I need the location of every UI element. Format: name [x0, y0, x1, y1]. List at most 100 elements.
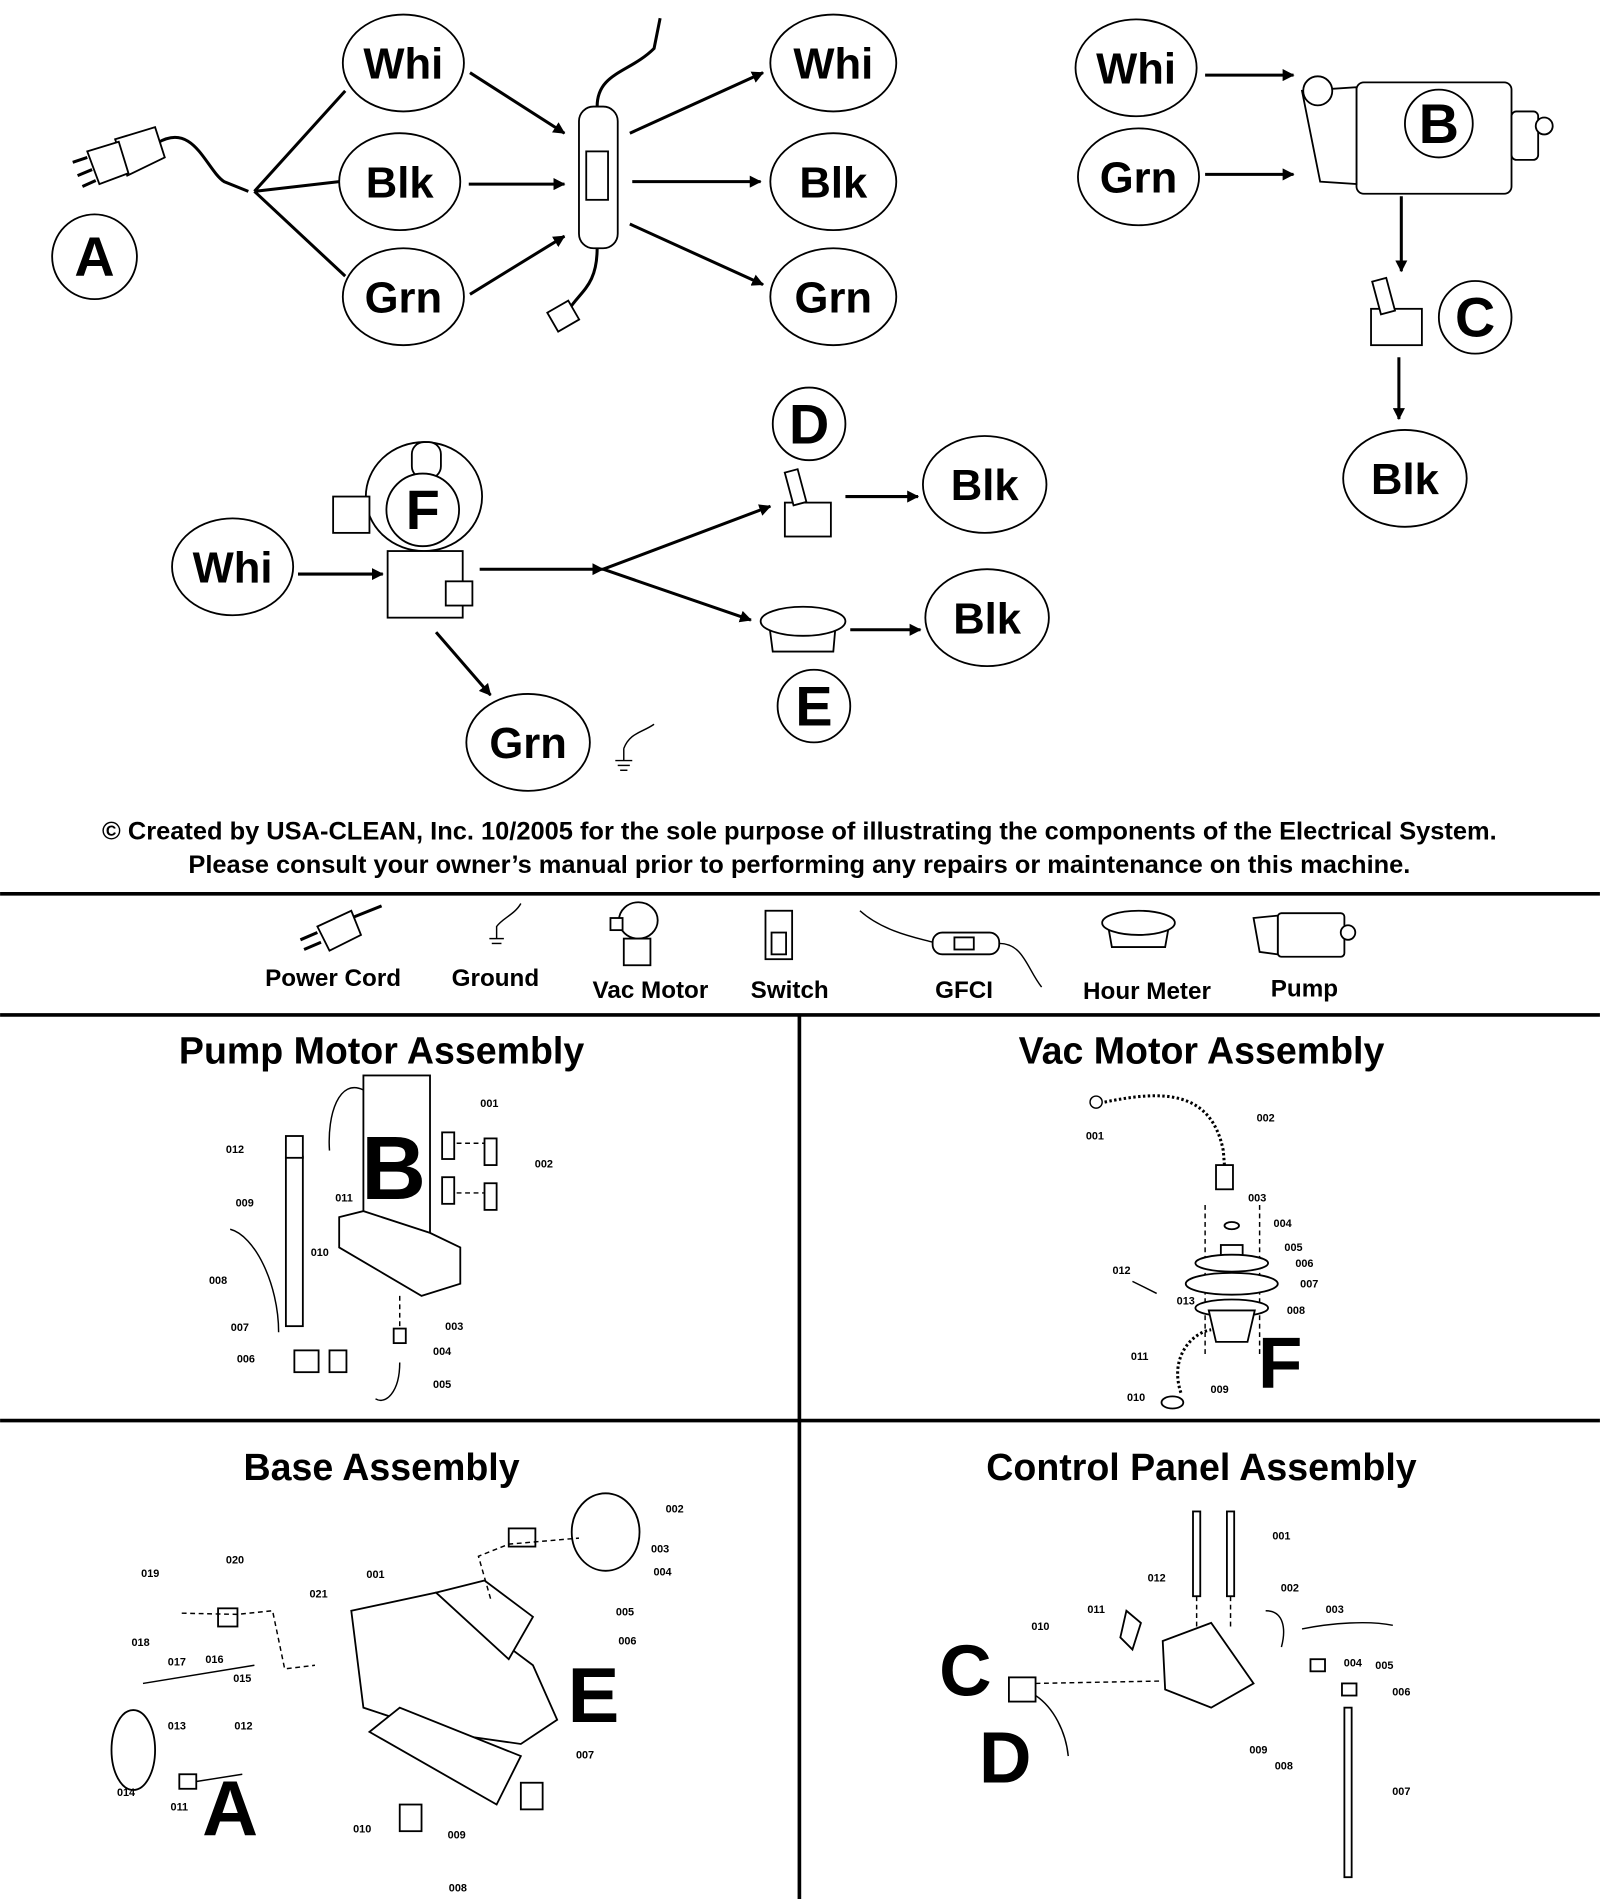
gfci-output-green-node	[769, 247, 898, 347]
base-part-label: 005	[616, 1607, 634, 1619]
control-part-label: 002	[1281, 1582, 1299, 1594]
legend-switch: Switch	[751, 977, 829, 1004]
pump-motor-assembly-title: Pump Motor Assembly	[179, 1029, 584, 1071]
vac-motor-icon	[609, 901, 659, 967]
power-cord-marker	[51, 213, 138, 301]
pump-icon	[1252, 912, 1357, 958]
control-part-label: 011	[1087, 1604, 1105, 1616]
pump-wiring: Whi Grn B C Blk	[1074, 18, 1554, 528]
pump-part-label: 005	[433, 1379, 451, 1391]
pump-part-label: 001	[480, 1098, 498, 1110]
control-letter-c: C	[939, 1631, 991, 1712]
legend-power-cord: Power Cord	[265, 965, 401, 992]
gfci-output-white-node	[769, 13, 898, 113]
vac-part-label: 004	[1274, 1218, 1292, 1230]
base-drawing	[110, 1492, 641, 1833]
vac-part-label: 001	[1086, 1131, 1104, 1143]
base-assembly-title: Base Assembly	[244, 1446, 520, 1488]
gfci-input-black-node	[338, 132, 462, 232]
pump-part-label: 012	[226, 1144, 244, 1156]
gfci-input-black-label: Blk	[366, 159, 435, 207]
power-cord-letter: A	[74, 226, 114, 288]
vac-part-label: 009	[1211, 1384, 1229, 1396]
base-part-label: 011	[171, 1802, 189, 1814]
base-part-label: 002	[666, 1504, 684, 1516]
control-part-label: 008	[1275, 1760, 1293, 1772]
hour-meter-icon	[1101, 909, 1176, 948]
base-part-label: 021	[310, 1588, 328, 1600]
gfci-input-green-label: Grn	[365, 274, 442, 322]
control-part-label: 005	[1375, 1660, 1393, 1672]
ground-icon	[615, 723, 655, 771]
vac-motor-letter: F	[1258, 1323, 1302, 1404]
power-cord-icon	[72, 126, 249, 193]
vac-wiring: Whi F D Blk Blk E	[171, 386, 1050, 792]
vac-switch-icon	[783, 468, 832, 538]
power-cord-wiring: A Whi Blk Grn Whi Blk Grn	[51, 13, 898, 347]
vac-switch-output-label: Blk	[951, 462, 1020, 510]
vac-motor-marker	[385, 472, 460, 548]
hour-meter-letter: E	[795, 675, 832, 737]
vac-part-label: 005	[1284, 1242, 1302, 1254]
pump-motor-drawing	[229, 1074, 498, 1401]
legend-ground: Ground	[452, 965, 539, 992]
pump-part-label: 004	[433, 1346, 451, 1358]
gfci-input-white-label: Whi	[363, 41, 443, 89]
base-part-label: 003	[651, 1544, 669, 1556]
base-part-label: 017	[168, 1656, 186, 1668]
gfci-output-black-node	[769, 132, 898, 232]
pump-icon	[1300, 75, 1554, 195]
base-part-label: 004	[653, 1567, 671, 1579]
base-part-label: 010	[353, 1823, 371, 1835]
part-number-labels: 001 002 003 004 005 006 007 008 009 010 011 012 001 0…	[117, 1098, 1410, 1895]
vac-switch-marker	[771, 386, 847, 462]
vac-part-label: 007	[1300, 1278, 1318, 1290]
pump-part-label: 003	[445, 1321, 463, 1333]
base-letter-e: E	[568, 1653, 620, 1739]
hour-meter-icon-diagram	[759, 605, 847, 653]
base-part-label: 008	[449, 1883, 467, 1895]
vac-input-white-node	[171, 517, 295, 617]
legend-vac-motor: Vac Motor	[593, 977, 709, 1004]
base-part-label: 015	[233, 1673, 251, 1685]
vac-part-label: 010	[1127, 1392, 1145, 1404]
pump-input-white-node	[1074, 18, 1198, 118]
vac-switch-output-node	[922, 435, 1048, 534]
pump-part-label: 010	[311, 1247, 329, 1259]
gfci-input-white-node	[341, 13, 465, 113]
base-part-label: 018	[131, 1637, 149, 1649]
vac-part-label: 006	[1295, 1258, 1313, 1270]
base-part-label: 019	[141, 1568, 159, 1580]
pump-part-label: 006	[237, 1353, 255, 1365]
legend: Power Cord Ground Vac Motor Switch GFCI	[265, 901, 1357, 1005]
control-part-label: 010	[1031, 1621, 1049, 1633]
pump-marker	[1404, 88, 1474, 159]
control-panel-assembly-title: Control Panel Assembly	[986, 1446, 1416, 1488]
base-part-label: 007	[576, 1750, 594, 1762]
pump-switch-icon	[1370, 276, 1423, 347]
gfci-input-green-node	[341, 247, 465, 347]
vac-part-label: 003	[1248, 1192, 1266, 1204]
gfci-device	[546, 17, 662, 333]
pump-part-label: 007	[231, 1322, 249, 1334]
base-part-label: 014	[117, 1787, 135, 1799]
legend-hour-meter: Hour Meter	[1083, 978, 1211, 1005]
control-part-label: 012	[1148, 1573, 1166, 1585]
vac-part-label: 011	[1131, 1351, 1149, 1363]
gfci-icon	[859, 910, 1043, 988]
vac-part-label: 012	[1112, 1265, 1130, 1277]
pump-motor-letter: B	[361, 1118, 426, 1218]
maintenance-notice: Please consult your owner’s manual prior…	[188, 851, 1410, 879]
control-part-label: 001	[1272, 1530, 1290, 1542]
vac-switch-letter: D	[789, 393, 829, 455]
pump-letter: B	[1419, 93, 1459, 155]
base-part-label: 013	[168, 1720, 186, 1732]
pump-switch-letter: C	[1455, 287, 1495, 349]
control-part-label: 004	[1344, 1657, 1362, 1669]
gfci-output-black-label: Blk	[799, 159, 868, 207]
vac-input-white-label: Whi	[193, 545, 273, 593]
hour-meter-output-node	[924, 568, 1050, 668]
vac-part-label: 002	[1257, 1112, 1275, 1124]
vac-motor-letter: F	[406, 479, 440, 541]
pump-switch-marker	[1437, 280, 1513, 355]
